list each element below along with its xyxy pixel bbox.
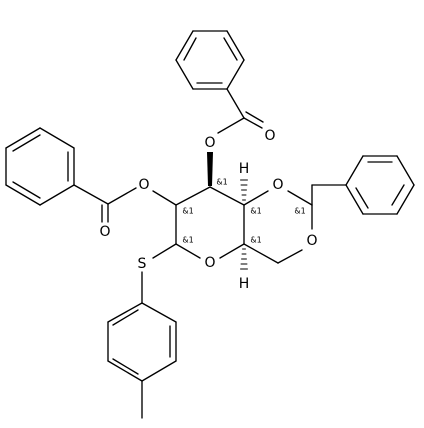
bond-oacetal-lower-c6	[277, 249, 303, 264]
bond-c2-c3	[175, 186, 211, 206]
left-benzoyl-phenyl-ring	[5, 127, 75, 206]
atom-o-ester-left: O	[138, 177, 149, 193]
upper-benzoyl-phenyl-ring	[175, 30, 245, 90]
acetal-phenyl-ring	[311, 155, 415, 215]
bond-ccarbonyl-ocarbonyl-upper	[243, 117, 263, 129]
atom-o-ring: O	[204, 255, 215, 271]
atom-h-lower: H	[239, 276, 250, 292]
stereo-label-c1: &1	[182, 236, 193, 245]
atom-o-acetal-lower: O	[306, 233, 317, 249]
bond-c4-oacetal-upper	[243, 190, 269, 206]
bond-oacetal-upper-cacetal	[287, 190, 313, 206]
stereo-label-acetal: &1	[294, 207, 305, 216]
dioxane-ring	[243, 190, 313, 264]
stereo-label-c4: &1	[250, 207, 261, 216]
tolyl-ring	[107, 302, 177, 382]
bond-oester-upper-ccarbonyl	[217, 117, 245, 134]
hashed-bond-h-upper	[240, 179, 248, 201]
stereo-label-c5: &1	[250, 236, 261, 245]
pyranose-ring	[175, 186, 245, 259]
bond-oester-left-ccarbonyl	[107, 187, 137, 205]
stereo-label-c3: &1	[216, 178, 227, 187]
bond-c6-c5	[243, 243, 279, 264]
atom-o-acetal-upper: O	[272, 177, 283, 193]
bond-ccarbonyl-ocarbonyl-upper-2	[245, 111, 264, 123]
atom-h-upper: H	[239, 161, 250, 177]
hashed-bond-h-lower	[240, 248, 248, 270]
stereo-label-c2: &1	[182, 207, 193, 216]
wedge-c3-oester	[207, 152, 213, 186]
atom-o-carbonyl-upper: O	[264, 128, 275, 144]
bond-c5-oring	[219, 243, 245, 259]
bond-c2-oester-left	[152, 190, 177, 206]
atom-o-carbonyl-left: O	[99, 224, 110, 240]
bond-ccarbonyl-phenyl-left	[73, 184, 109, 205]
bond-ccarbonyl-phenyl-upper	[226, 88, 245, 119]
bond-c1-s	[152, 243, 177, 259]
bond-c3-c4	[209, 186, 245, 206]
bond-oring-c1	[175, 243, 201, 259]
atom-o-ester-upper: O	[204, 135, 215, 151]
atom-s: S	[138, 256, 147, 272]
